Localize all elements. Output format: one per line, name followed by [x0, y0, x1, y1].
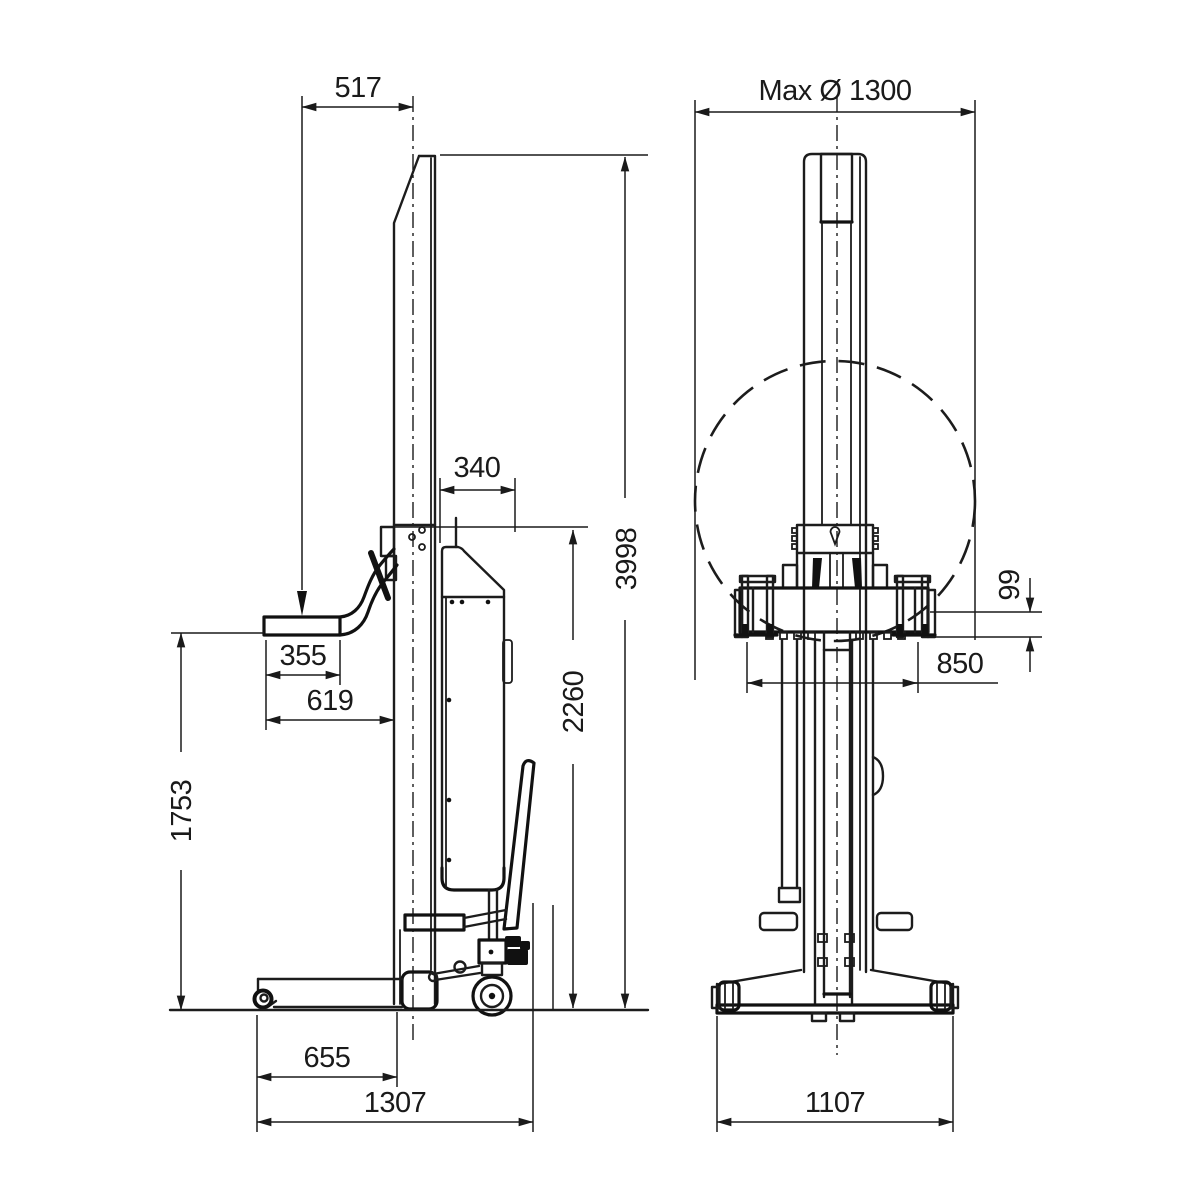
dim-label-arm-reach: 619 — [307, 685, 354, 717]
dim-label-max-roll: Max Ø 1300 — [759, 75, 912, 107]
dim-1107: 1107 — [716, 1016, 954, 1132]
front-fork — [738, 586, 930, 652]
caster-wheel — [252, 988, 274, 1010]
dim-label-housing-depth: 340 — [454, 452, 501, 484]
side-view — [168, 96, 650, 1042]
fork-bracket-left — [733, 574, 779, 639]
rear-wheel — [471, 975, 513, 1017]
dim-label-fork-step: 99 — [994, 569, 1026, 600]
dimensions: 517 Max Ø 1300 340 355 619 — [166, 72, 1042, 1132]
hydraulic-pump — [427, 888, 530, 983]
front-view — [693, 96, 977, 1055]
dim-label-platform-length: 355 — [280, 640, 327, 672]
dim-3998: 3998 — [440, 154, 648, 1009]
side-stub-right — [875, 911, 914, 932]
dim-340: 340 — [439, 452, 516, 543]
dim-99: 99 — [925, 569, 1042, 672]
side-bracket — [403, 908, 508, 932]
side-platform-arm — [262, 547, 399, 637]
dim-label-overall-length: 1307 — [364, 1087, 427, 1119]
front-base — [710, 968, 960, 1023]
side-tab — [871, 755, 885, 797]
front-carriage — [781, 523, 889, 590]
front-leg — [252, 977, 404, 1010]
dim-label-platform-height: 1753 — [166, 780, 198, 843]
dim-1307: 1307 — [256, 903, 534, 1132]
side-housing — [440, 516, 513, 892]
side-mast — [392, 154, 439, 1011]
keyhole-slot — [829, 526, 841, 547]
dim-1753: 1753 — [166, 632, 264, 1011]
dim-850: 850 — [746, 642, 998, 693]
front-mast-lower — [758, 638, 914, 1007]
dim-label-handle-height: 2260 — [558, 671, 590, 734]
arm-attach-wedge — [368, 550, 391, 601]
side-stub-left — [758, 911, 799, 932]
dim-355: 355 — [265, 640, 341, 730]
dim-label-base-width: 1107 — [805, 1087, 865, 1119]
dim-517: 517 — [297, 72, 414, 616]
load-point-arrow — [297, 591, 307, 616]
dim-619: 619 — [265, 685, 395, 725]
dim-655: 655 — [256, 1012, 398, 1132]
dim-label-top-offset: 517 — [335, 72, 382, 104]
dim-max-roll: Max Ø 1300 — [694, 75, 976, 680]
max-roll-circle — [693, 359, 977, 643]
dim-label-overall-height: 3998 — [611, 528, 643, 591]
dim-label-fork-width: 850 — [937, 648, 984, 680]
pump-handle — [502, 759, 536, 931]
dim-2260: 2260 — [392, 526, 590, 1010]
dim-label-leg-length: 655 — [304, 1042, 351, 1074]
